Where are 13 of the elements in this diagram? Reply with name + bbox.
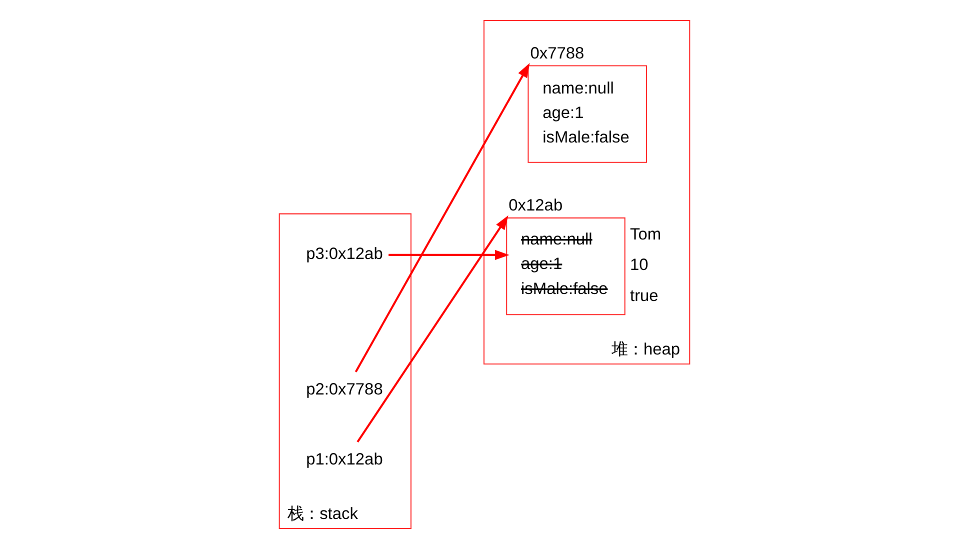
node-box: name:null age:1 isMale:false: [506, 217, 626, 316]
arrow: [356, 215, 508, 443]
node-text: p1:0x12ab: [306, 450, 383, 469]
node-label: 0x12ab: [508, 196, 563, 215]
node-label: true: [630, 287, 658, 306]
arrow: [388, 250, 510, 260]
node-text: p2:0x7788: [306, 380, 383, 399]
node-box: name:null age:1 isMale:false: [528, 65, 647, 163]
node-text: p3:0x12ab: [306, 244, 383, 263]
node-label: 10: [630, 256, 648, 274]
arrow: [354, 63, 530, 372]
node-label: Tom: [630, 225, 662, 244]
node-label: 0x7788: [530, 44, 584, 62]
